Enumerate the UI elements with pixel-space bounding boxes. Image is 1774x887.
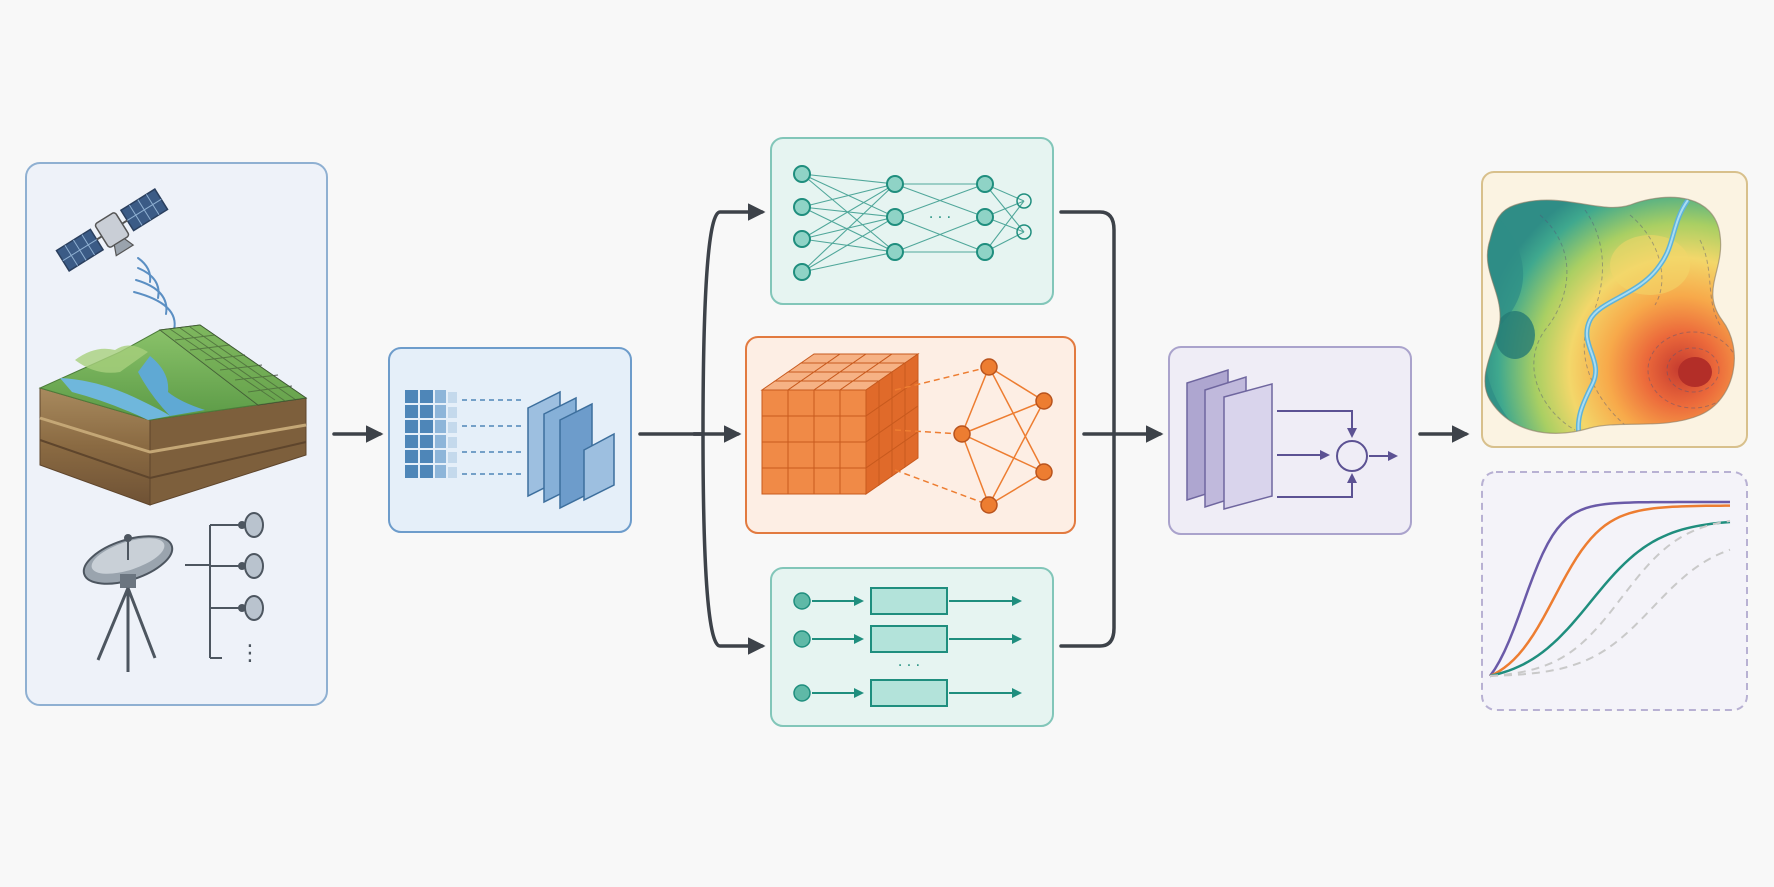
terrain-grid — [158, 324, 308, 406]
curve-line-4 — [1489, 519, 1731, 677]
arrow-to-dense-network — [692, 203, 766, 436]
input-panel: ⋮ — [25, 162, 328, 706]
voxel-graph-panel — [745, 336, 1076, 534]
voxel-face — [787, 467, 815, 495]
graph-network-icon — [894, 358, 1053, 514]
voxel-cube-icon — [760, 353, 920, 495]
arrow-to-sequence — [692, 432, 766, 655]
curve-line-2 — [1489, 504, 1730, 678]
voxel-face — [904, 431, 919, 468]
probability-curves-icon — [1488, 500, 1731, 678]
feature-map-stack-icon — [527, 390, 615, 510]
sequence-ellipsis: · · · — [898, 658, 920, 674]
arrow-sequence-to-fusion — [1059, 432, 1116, 648]
voxel-face — [761, 441, 789, 469]
voxel-face — [839, 467, 867, 495]
voxel-face — [839, 415, 867, 443]
fusion-icon — [1186, 368, 1398, 510]
dense-network-panel: · · · — [770, 137, 1054, 305]
sensor-ellipsis: ⋮ — [239, 641, 261, 666]
risk-map-panel — [1481, 171, 1748, 448]
radar-dish-icon — [82, 534, 174, 672]
curves-panel — [1481, 471, 1748, 711]
signal-waves — [133, 257, 176, 331]
curve-line-1 — [1488, 500, 1730, 677]
curve-line-3 — [1489, 520, 1731, 678]
risk-map-icon — [1484, 196, 1735, 434]
voxel-face — [761, 389, 789, 417]
sequence-blocks-icon: · · · — [793, 587, 1022, 707]
sensor-network-icon: ⋮ — [185, 512, 264, 666]
voxel-face — [813, 467, 841, 495]
connector-arrows — [332, 203, 1470, 655]
satellite-icon — [55, 188, 169, 272]
voxel-face — [787, 389, 815, 417]
voxel-face — [761, 415, 789, 443]
fusion-panel — [1168, 346, 1412, 535]
feature-grid-icon — [405, 390, 522, 478]
arrow-dense-to-fusion — [1059, 210, 1116, 436]
dense-ellipsis: · · · — [929, 210, 951, 226]
voxel-face — [787, 441, 815, 469]
dense-network-icon: · · · — [793, 165, 1032, 281]
voxel-face — [839, 389, 867, 417]
voxel-face — [839, 441, 867, 469]
voxel-face — [813, 441, 841, 469]
feature-panel — [388, 347, 632, 533]
voxel-face — [761, 467, 789, 495]
terrain-block-icon — [38, 324, 308, 506]
voxel-face — [813, 415, 841, 443]
voxel-face — [787, 415, 815, 443]
sequence-panel: · · · — [770, 567, 1054, 727]
voxel-face — [813, 389, 841, 417]
